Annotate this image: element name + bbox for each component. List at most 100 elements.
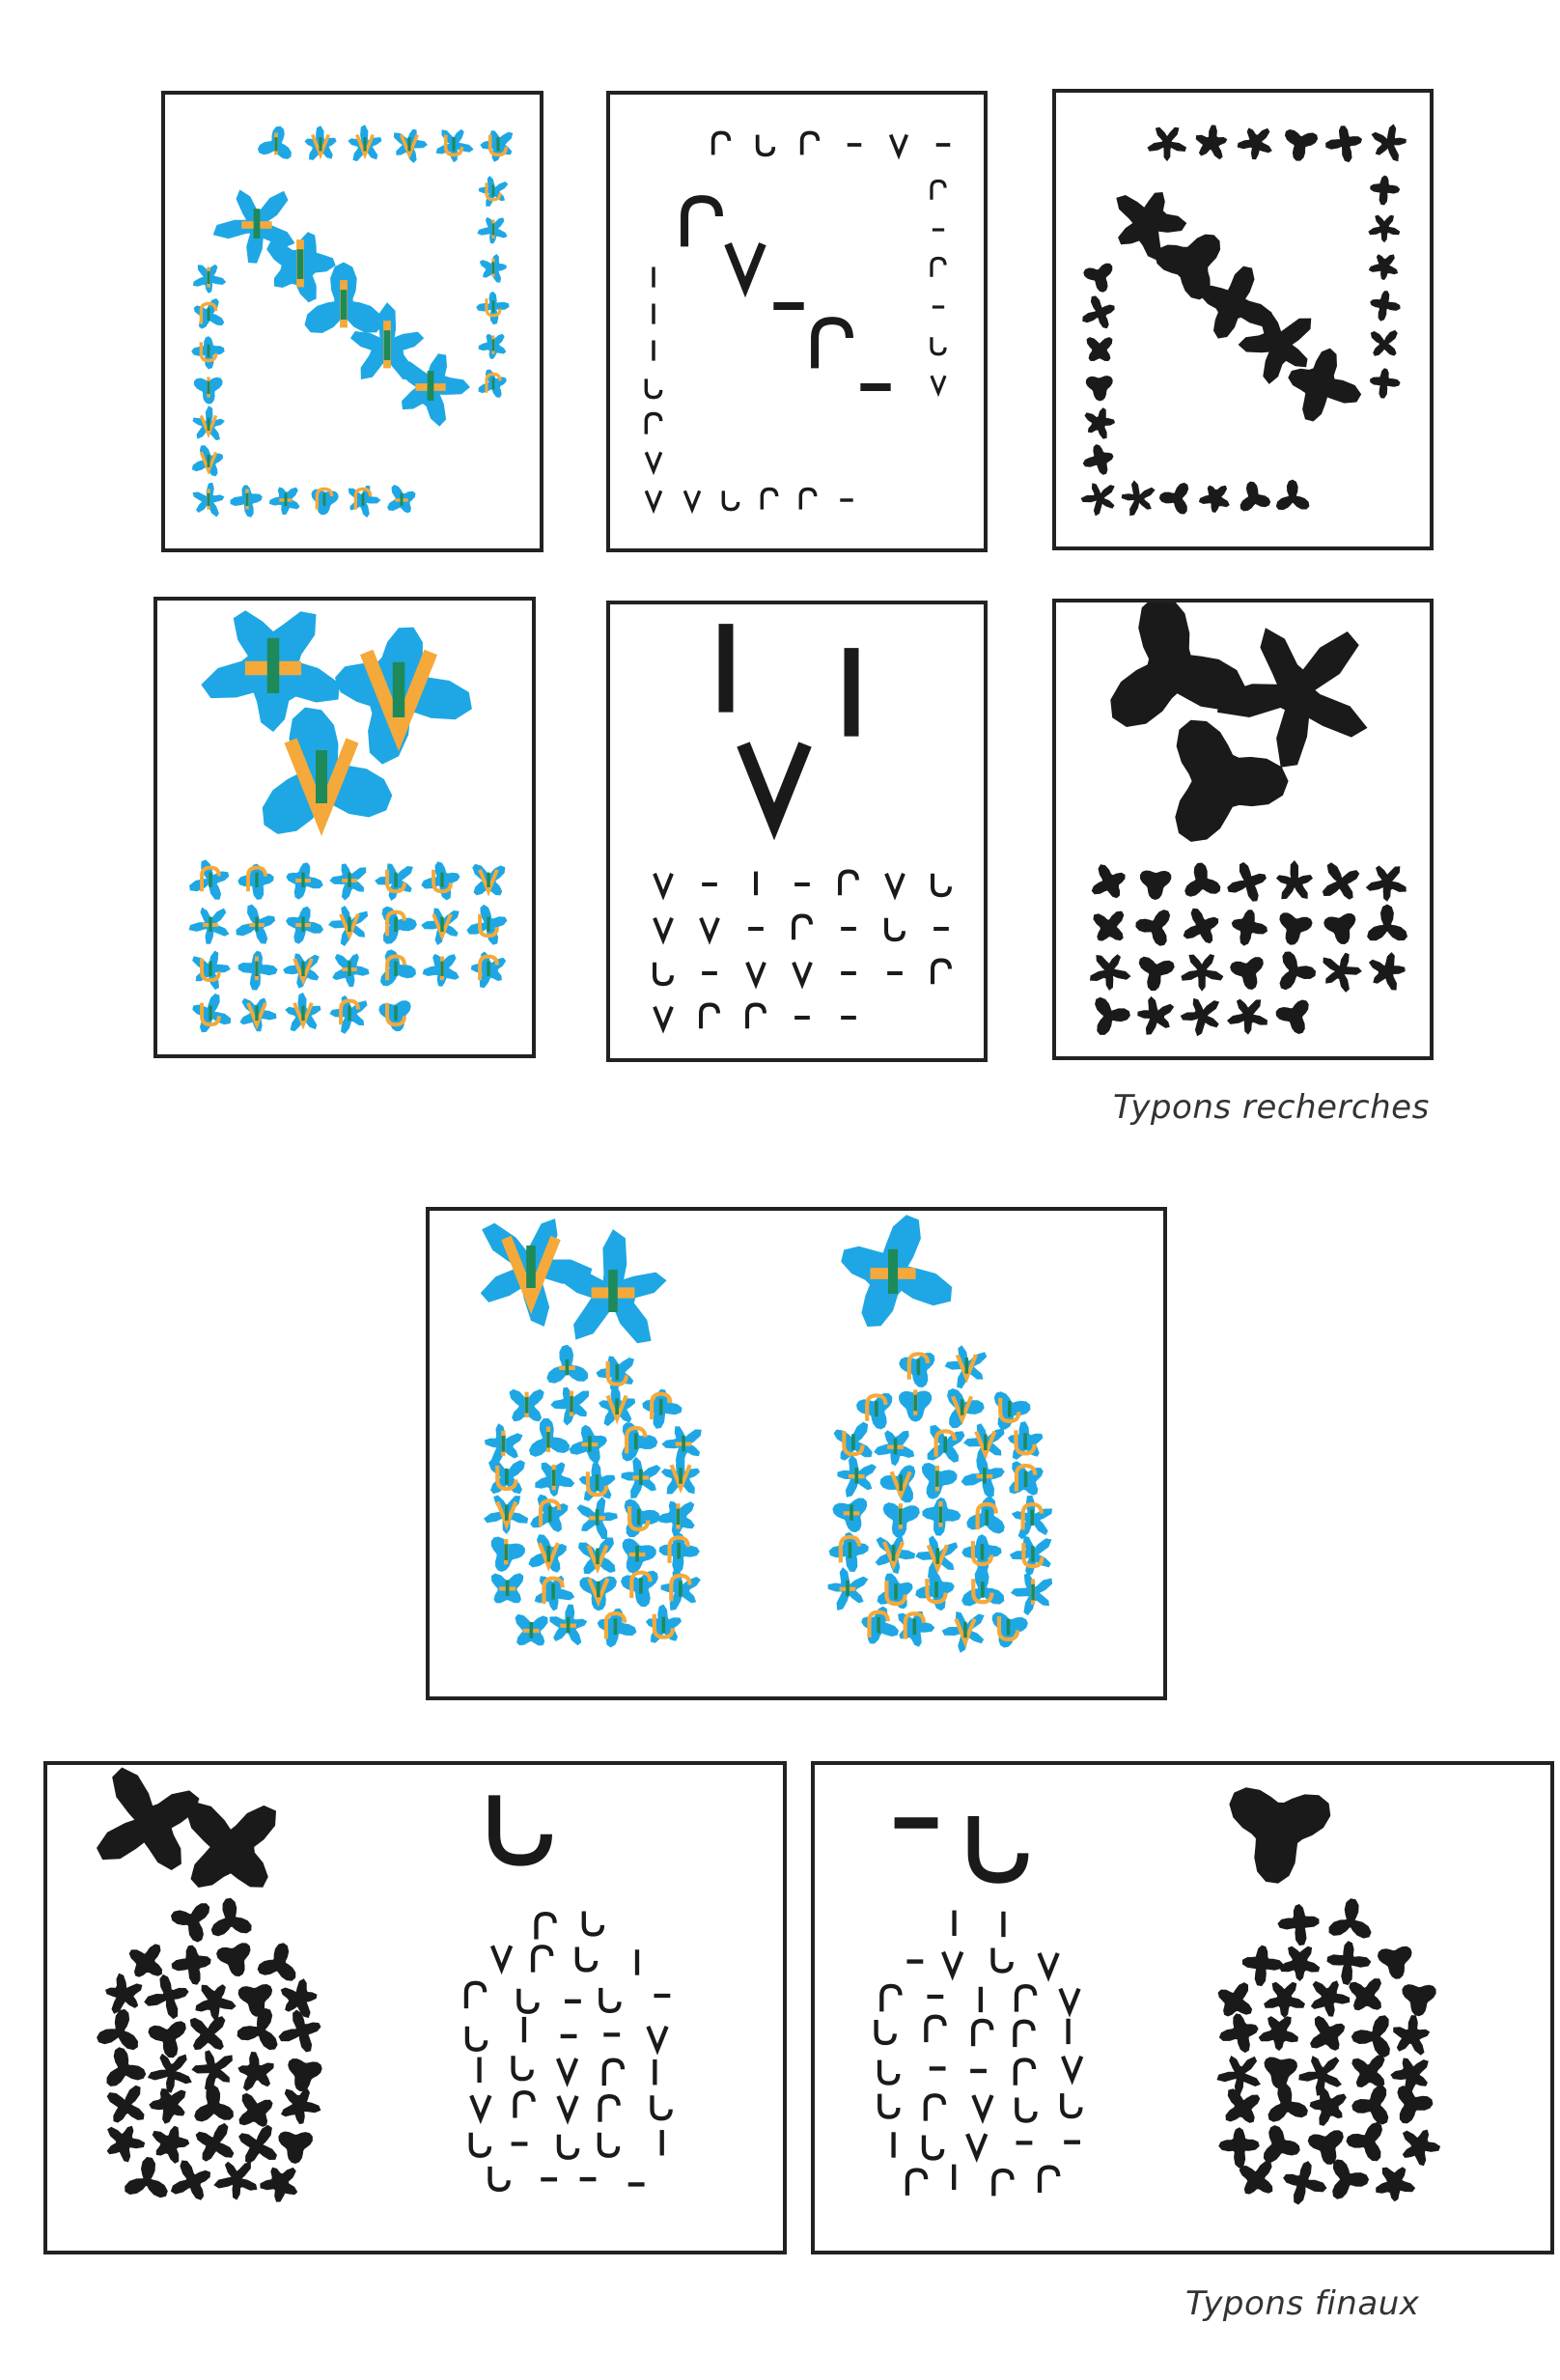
glyph-overlap (340, 290, 348, 320)
glyph-stroke (284, 738, 359, 836)
blob-shape (1351, 2086, 1389, 2125)
blob-shape (1351, 2015, 1390, 2058)
glyph-stroke (951, 1395, 974, 1425)
glyph-stroke (650, 1391, 673, 1420)
glyph-overlap (963, 1621, 967, 1638)
glyph-stroke (644, 378, 663, 400)
glyph-overlap (383, 330, 391, 360)
glyph-stroke (954, 1617, 977, 1648)
glyph-overlap (682, 1435, 685, 1452)
glyph-stroke (878, 2093, 901, 2119)
blob-shape (210, 1897, 252, 1937)
blob-shape (1241, 1945, 1284, 1987)
glyph-overlap (846, 1580, 850, 1597)
blob-shape (1365, 865, 1407, 902)
glyph-stroke (605, 1394, 628, 1425)
glyph-overlap (348, 1005, 351, 1021)
glyph-overlap (487, 961, 490, 976)
blob-shape (1288, 348, 1362, 422)
blob-shape (1351, 2055, 1385, 2087)
glyph-stroke (485, 372, 502, 393)
glyph-overlap (400, 492, 404, 506)
glyph-overlap (505, 1504, 509, 1521)
glyph-overlap (255, 916, 259, 932)
glyph-stroke (399, 133, 420, 160)
glyph-overlap (551, 1470, 556, 1486)
glyph-stroke (585, 1471, 609, 1498)
panel-art (1090, 602, 1407, 1037)
glyph-overlap (1031, 1546, 1035, 1562)
glyph-overlap (301, 961, 305, 976)
blob-shape (1138, 956, 1175, 992)
blob-shape (1309, 2087, 1347, 2126)
glyph-stroke (998, 1397, 1021, 1424)
glyph-overlap (595, 1509, 599, 1526)
blob-shape (195, 2122, 235, 2162)
glyph-overlap (677, 1542, 681, 1559)
glyph-stroke (941, 1950, 964, 1981)
glyph-overlap (546, 1546, 551, 1562)
blob-shape (1310, 2015, 1346, 2051)
blob-shape (1370, 175, 1401, 206)
glyph-overlap (427, 371, 434, 401)
glyph-overlap (209, 916, 212, 932)
blob-shape (1231, 910, 1268, 946)
blob-shape (1240, 481, 1271, 512)
glyph-stroke (310, 133, 331, 160)
glyph-overlap (255, 1005, 259, 1021)
glyph-stroke (555, 2058, 579, 2087)
glyph-overlap (588, 1436, 592, 1452)
blob-shape (1307, 2130, 1344, 2165)
blob-shape (1175, 719, 1289, 842)
blob-shape (1402, 1984, 1436, 2017)
glyph-overlap (1008, 1400, 1012, 1417)
glyph-stroke (1037, 1952, 1060, 1982)
glyph-overlap (316, 750, 327, 803)
glyph-stroke (339, 998, 360, 1025)
glyph-overlap (938, 1506, 943, 1523)
blob-shape (1218, 2127, 1260, 2169)
glyph-stroke (292, 1002, 314, 1030)
glyph-overlap (505, 1580, 510, 1596)
glyph-stroke (721, 490, 740, 512)
glyph-overlap (960, 1399, 964, 1415)
glyph-stroke (501, 1235, 561, 1315)
glyph-overlap (487, 916, 490, 932)
glyph-stroke (669, 1573, 692, 1602)
glyph-overlap (452, 137, 456, 152)
glyph-overlap (679, 1468, 682, 1484)
glyph-stroke (339, 913, 360, 941)
glyph-overlap (635, 1546, 639, 1562)
glyph-stroke (200, 865, 221, 892)
blob-shape (1370, 291, 1401, 322)
glyph-stroke (930, 256, 947, 277)
glyph-stroke (955, 1354, 978, 1384)
glyph-overlap (322, 492, 326, 506)
glyph-stroke (478, 913, 499, 938)
glyph-stroke (879, 1983, 903, 2012)
glyph-overlap (983, 1468, 987, 1484)
blob-shape (1284, 129, 1319, 161)
glyph-overlap (207, 454, 210, 467)
blob-shape (185, 1802, 276, 1888)
glyph-overlap (209, 872, 212, 887)
glyph-overlap (301, 916, 305, 932)
glyph-overlap (639, 1578, 643, 1594)
glyph-stroke (652, 1613, 676, 1639)
glyph-stroke (653, 873, 674, 901)
glyph-stroke (838, 1534, 862, 1563)
blob-shape (1325, 126, 1362, 163)
glyph-stroke (930, 179, 947, 200)
glyph-overlap (899, 1474, 903, 1491)
glyph-stroke (443, 134, 464, 157)
blob-shape (1218, 2013, 1259, 2054)
glyph-stroke (478, 954, 499, 981)
glyph-stroke (488, 1795, 552, 1866)
blob-shape (1082, 444, 1114, 475)
glyph-stroke (603, 1610, 627, 1639)
glyph-overlap (394, 872, 398, 887)
glyph-stroke (745, 1002, 766, 1029)
glyph-overlap (487, 872, 490, 887)
glyph-stroke (971, 1579, 994, 1605)
glyph-stroke (906, 1352, 931, 1380)
